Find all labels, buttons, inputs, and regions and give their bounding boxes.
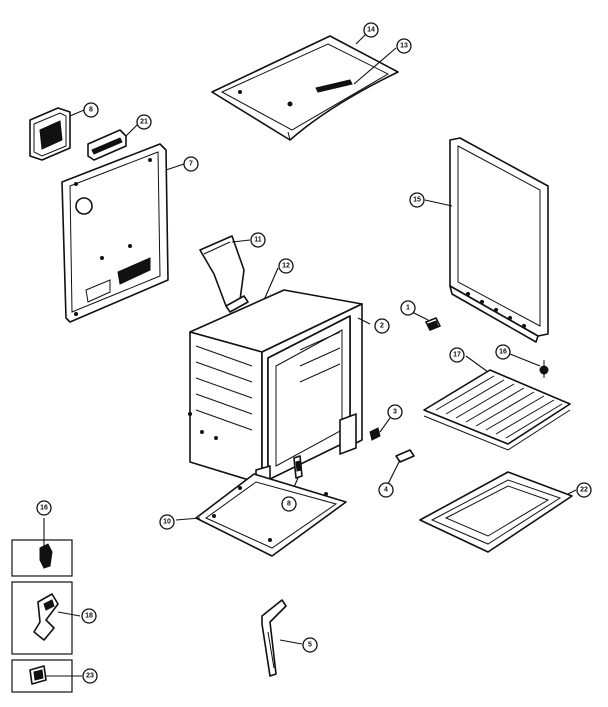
callout-23: 23 — [82, 668, 98, 684]
small-box-part — [29, 107, 71, 161]
callout-10: 10 — [159, 514, 175, 530]
svg-text:14: 14 — [367, 27, 375, 34]
svg-text:17: 17 — [453, 352, 461, 359]
callout-12: 12 — [278, 258, 294, 274]
bottom-panel — [195, 473, 347, 557]
svg-text:7: 7 — [189, 161, 193, 168]
svg-text:21: 21 — [140, 119, 148, 126]
broiler-pan — [419, 471, 573, 553]
svg-text:22: 22 — [580, 487, 588, 494]
callout-21: 21 — [136, 114, 152, 130]
svg-text:8: 8 — [287, 501, 291, 508]
callout-4: 4 — [378, 482, 394, 498]
inset-box-16 — [11, 539, 73, 577]
top-panel — [211, 35, 399, 141]
svg-text:13: 13 — [400, 43, 408, 50]
callout-13: 13 — [396, 38, 412, 54]
callout-18: 18 — [81, 608, 97, 624]
oven-rack — [423, 369, 571, 451]
ignitor-part — [425, 317, 441, 331]
callout-3: 3 — [387, 404, 403, 420]
callout-7: 7 — [183, 156, 199, 172]
inset-box-18 — [11, 581, 73, 655]
callout-8-top: 8 — [83, 102, 99, 118]
callout-15: 15 — [409, 192, 425, 208]
callout-8-bottom: 8 — [281, 496, 297, 512]
svg-text:16: 16 — [499, 349, 507, 356]
inset-box-23 — [11, 659, 73, 693]
svg-text:1: 1 — [406, 305, 410, 312]
oven-body — [187, 289, 363, 505]
svg-text:2: 2 — [380, 323, 384, 330]
callout-16-right: 16 — [495, 344, 511, 360]
svg-text:23: 23 — [86, 673, 94, 680]
small-bracket — [293, 455, 303, 479]
side-panel — [449, 137, 549, 343]
vent-bracket — [199, 235, 249, 313]
svg-text:5: 5 — [308, 642, 312, 649]
callout-5: 5 — [302, 637, 318, 653]
svg-text:18: 18 — [85, 613, 93, 620]
rack-clip — [539, 360, 549, 378]
back-panel — [61, 143, 169, 323]
callout-14: 14 — [363, 22, 379, 38]
svg-text:4: 4 — [384, 487, 388, 494]
svg-text:3: 3 — [393, 409, 397, 416]
svg-text:11: 11 — [254, 237, 262, 244]
pin-part — [395, 449, 415, 463]
callout-22: 22 — [576, 482, 592, 498]
svg-text:10: 10 — [163, 519, 171, 526]
svg-text:12: 12 — [282, 263, 290, 270]
callout-1: 1 — [400, 300, 416, 316]
small-block-part — [87, 129, 127, 161]
callout-11: 11 — [250, 232, 266, 248]
callout-17: 17 — [449, 347, 465, 363]
svg-text:16: 16 — [40, 505, 48, 512]
bottom-clip — [261, 599, 287, 677]
svg-text:8: 8 — [89, 107, 93, 114]
callout-2: 2 — [374, 318, 390, 334]
callout-16-left: 16 — [36, 500, 52, 516]
screw-part — [369, 427, 381, 441]
svg-text:15: 15 — [413, 197, 421, 204]
